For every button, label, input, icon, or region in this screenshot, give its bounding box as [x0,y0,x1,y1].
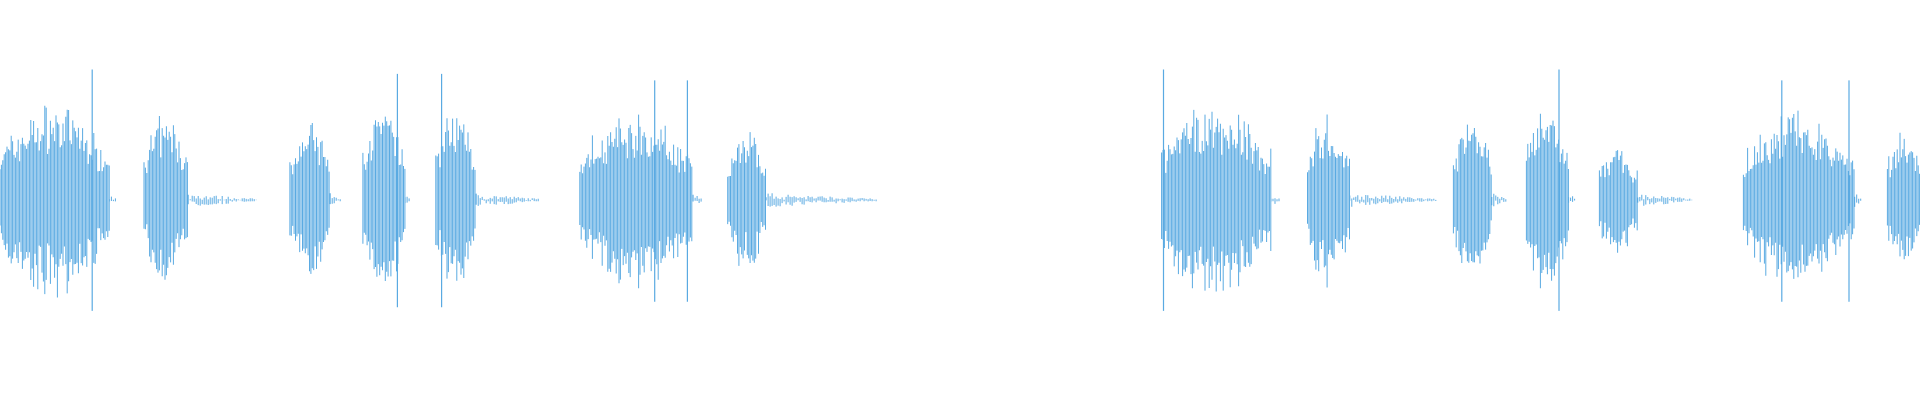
waveform-burst [1598,150,1693,253]
waveform-burst [579,80,702,302]
waveform-burst-body [1742,110,1862,279]
waveform-burst-body [289,123,341,274]
waveform-burst [362,73,410,308]
waveform-burst [1452,124,1507,264]
waveform-burst-body [1886,132,1920,260]
waveform-burst [435,73,539,308]
waveform-burst-body [579,114,702,289]
waveform-burst-body [143,116,257,280]
waveform-bursts [0,69,1920,311]
waveform-burst-body [435,118,539,281]
waveform-burst-body [1598,150,1693,253]
waveform-burst-body [0,105,116,298]
waveform-burst-body [1452,124,1507,264]
waveform-burst-body [1525,113,1576,289]
waveform-burst-body [362,116,410,281]
waveform-burst-body [1307,114,1437,288]
waveform-burst [727,132,877,266]
waveform-burst-body [727,132,877,266]
waveform-burst [1161,69,1280,311]
waveform-burst [143,116,257,280]
waveform-burst [1307,114,1437,288]
waveform-burst [1742,80,1862,302]
waveform-burst [0,69,116,311]
waveform-burst [1525,69,1576,311]
waveform-burst-body [1161,109,1280,292]
waveform-burst [1886,132,1920,260]
waveform-burst [289,123,341,274]
